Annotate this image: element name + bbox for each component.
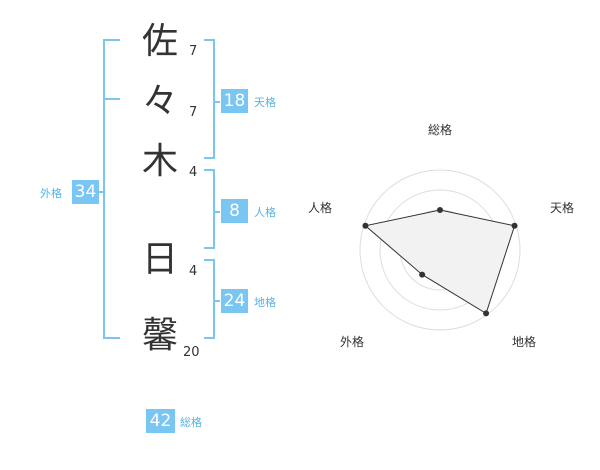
- name-char-4: 日: [142, 239, 179, 280]
- chikaku-label: 地格: [254, 296, 276, 309]
- stroke-count-1: 7: [189, 44, 198, 59]
- radar-point: [437, 207, 443, 213]
- radar-label-jinkaku: 人格: [308, 201, 333, 215]
- radar-label-soukaku: 総格: [428, 123, 453, 137]
- name-char-2: 々: [142, 81, 179, 122]
- radar-point: [483, 310, 490, 317]
- radar-polygon: [364, 209, 516, 315]
- stroke-count-2: 7: [189, 105, 198, 120]
- stroke-count-3: 4: [189, 165, 198, 180]
- gaikaku-label: 外格: [40, 187, 62, 200]
- stroke-count-5: 20: [183, 345, 200, 360]
- chikaku-value: 24: [221, 289, 248, 313]
- radar-point: [362, 222, 369, 229]
- radar-label-tenkaku: 天格: [550, 201, 575, 215]
- name-char-1: 佐: [142, 21, 179, 62]
- soukaku-value: 42: [146, 409, 175, 433]
- radar-points: [362, 207, 518, 317]
- tenkaku-value: 18: [221, 89, 248, 113]
- name-char-3: 木: [142, 141, 179, 182]
- radar-label-gaikaku: 外格: [340, 335, 365, 349]
- soukaku-label: 総格: [180, 416, 202, 429]
- radar-shape: [364, 209, 516, 315]
- name-char-5: 馨: [142, 315, 179, 356]
- tenkaku-label: 天格: [254, 96, 276, 109]
- radar-label-chikaku: 地格: [512, 335, 537, 349]
- jinkaku-label: 人格: [254, 206, 276, 219]
- radar-point: [511, 222, 518, 229]
- radar-point: [419, 271, 426, 278]
- gaikaku-value: 34: [72, 180, 99, 204]
- stroke-count-4: 4: [189, 264, 198, 279]
- jinkaku-value: 8: [221, 199, 248, 223]
